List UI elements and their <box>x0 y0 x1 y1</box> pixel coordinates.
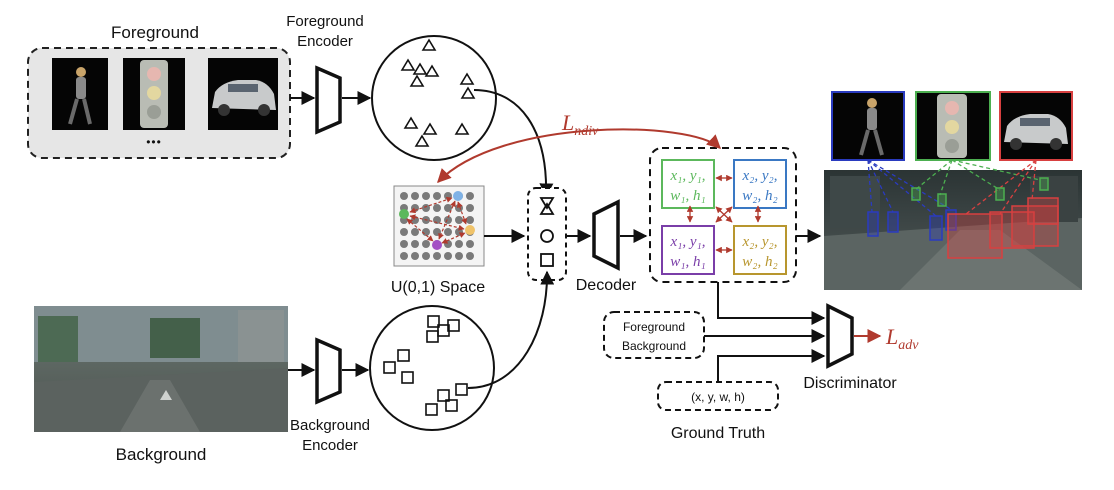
uniform-space-label: U(0,1) Space <box>391 279 485 296</box>
grid-dot <box>422 204 430 212</box>
grid-dot <box>422 192 430 200</box>
foreground-encoder-label-2: Encoder <box>297 33 353 50</box>
bg-latent-to-selector-arrow <box>467 270 555 389</box>
gt-category-box <box>603 311 705 359</box>
foreground-encoder-label-1: Foreground <box>286 13 364 30</box>
grid-dot <box>444 252 452 260</box>
sampled-points <box>399 191 475 250</box>
crop-correspondence-lines <box>867 159 1041 217</box>
grid-dot <box>466 204 474 212</box>
cell-position-text: x₁, y₁, <box>670 168 706 184</box>
cell-size-text: w₂, h₂ <box>742 254 777 270</box>
layout-cell: x₁, y₁, w₁, h₁ <box>661 225 715 275</box>
grid-dot <box>411 228 419 236</box>
ndiv-loss-arrow <box>437 128 722 184</box>
placed-object-boxes <box>867 177 1059 259</box>
pedestrian-crop <box>52 58 108 130</box>
grid-dot <box>422 252 430 260</box>
background-encoder-label-2: Encoder <box>302 437 358 454</box>
discriminator-block <box>826 303 854 369</box>
decoder-label: Decoder <box>576 277 637 294</box>
cell-size-text: w₁, h₁ <box>670 254 705 270</box>
grid-dot <box>466 252 474 260</box>
layout-cell: x₁, y₁, w₁, h₁ <box>661 159 715 209</box>
pedestrian-crop-blue <box>831 91 905 161</box>
background-encoder-label-1: Background <box>290 417 370 434</box>
grid-dot <box>411 252 419 260</box>
square-icon <box>383 315 468 416</box>
grid-dot <box>433 192 441 200</box>
background-image <box>34 306 288 432</box>
grid-dot <box>422 240 430 248</box>
grid-dot <box>455 252 463 260</box>
circle-icon <box>540 229 554 243</box>
layout-cell: x₂, y₂, w₂, h₂ <box>733 225 787 275</box>
traffic-light-crop <box>123 58 185 130</box>
grid-dot <box>400 192 408 200</box>
decoder-block <box>592 199 620 271</box>
cell-size-text: w₁, h₁ <box>670 188 705 204</box>
cell-position-text: x₁, y₁, <box>670 234 706 250</box>
grid-dot <box>400 228 408 236</box>
grid-dot <box>466 240 474 248</box>
ground-truth-label: Ground Truth <box>671 425 765 442</box>
grid-dot <box>455 240 463 248</box>
grid-dot <box>433 252 441 260</box>
grid-dot <box>400 240 408 248</box>
foreground-latent-space <box>371 35 497 161</box>
latent-selector-box <box>527 187 567 281</box>
grid-dot <box>444 240 452 248</box>
grid-dot <box>433 228 441 236</box>
triangle-icon <box>400 38 476 147</box>
grid-dot <box>466 216 474 224</box>
grid-dot <box>455 216 463 224</box>
background-latent-space <box>369 305 495 431</box>
car-crop-red <box>999 91 1073 161</box>
foreground-label: Foreground <box>111 23 199 42</box>
adv-loss-label: Ladv <box>885 324 919 353</box>
layout-to-discriminator-arrow <box>717 282 826 325</box>
cell-position-text: x₂, y₂, <box>742 234 778 250</box>
more-items-ellipsis: ••• <box>146 135 162 149</box>
background-encoder-block <box>315 337 342 405</box>
grid-dot <box>411 192 419 200</box>
gt-box-coordinates-label: (x, y, w, h) <box>691 390 745 404</box>
layout-cell: x₂, y₂, w₂, h₂ <box>733 159 787 209</box>
gtbox-to-discriminator-arrow <box>717 349 826 382</box>
triangle-icon <box>539 197 555 215</box>
foreground-encoder-block <box>315 65 342 135</box>
grid-dot <box>444 228 452 236</box>
square-icon <box>540 253 554 267</box>
grid-dot <box>433 204 441 212</box>
grid-dot <box>411 240 419 248</box>
grid-dot <box>466 192 474 200</box>
background-label: Background <box>116 445 207 464</box>
discriminator-label: Discriminator <box>803 375 897 392</box>
gt-background-label: Background <box>622 339 686 353</box>
grid-dot <box>400 252 408 260</box>
traffic-light-crop-green <box>915 91 991 161</box>
grid-dot <box>455 204 463 212</box>
ndiv-loss-label: Lndiv <box>561 110 599 139</box>
car-crop <box>208 58 278 130</box>
cell-size-text: w₂, h₂ <box>742 188 777 204</box>
composite-scene-image <box>824 170 1082 290</box>
gt-foreground-label: Foreground <box>623 320 685 334</box>
cell-position-text: x₂, y₂, <box>742 168 778 184</box>
